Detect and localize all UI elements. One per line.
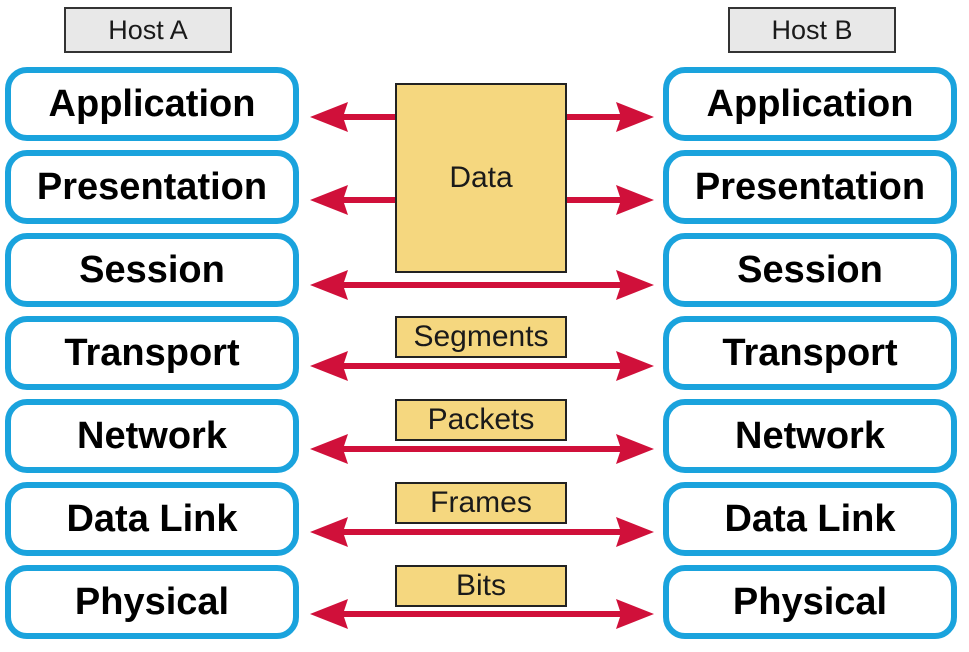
host-b-layer-session: Session bbox=[663, 233, 957, 307]
host-b-layer-application: Application bbox=[663, 67, 957, 141]
host-a-label: Host A bbox=[64, 7, 232, 53]
arrowhead-left-icon bbox=[310, 434, 348, 464]
arrowhead-left-icon bbox=[310, 185, 348, 215]
pdu-bits-box: Bits bbox=[395, 565, 567, 607]
host-a-layer-network: Network bbox=[5, 399, 299, 473]
host-a-layer-data-link: Data Link bbox=[5, 482, 299, 556]
host-a-layer-transport: Transport bbox=[5, 316, 299, 390]
host-a-layer-physical: Physical bbox=[5, 565, 299, 639]
arrowhead-right-icon bbox=[616, 185, 654, 215]
arrowhead-left-icon bbox=[310, 517, 348, 547]
arrowhead-right-icon bbox=[616, 102, 654, 132]
arrowhead-right-icon bbox=[616, 351, 654, 381]
arrowhead-right-icon bbox=[616, 517, 654, 547]
pdu-frames-box: Frames bbox=[395, 482, 567, 524]
host-b-layer-presentation: Presentation bbox=[663, 150, 957, 224]
arrowhead-right-icon bbox=[616, 270, 654, 300]
arrowhead-right-icon bbox=[616, 599, 654, 629]
host-b-layer-network: Network bbox=[663, 399, 957, 473]
arrowhead-left-icon bbox=[310, 102, 348, 132]
arrowhead-right-icon bbox=[616, 434, 654, 464]
host-b-label: Host B bbox=[728, 7, 896, 53]
pdu-packets-box: Packets bbox=[395, 399, 567, 441]
arrowhead-left-icon bbox=[310, 599, 348, 629]
host-a-layer-session: Session bbox=[5, 233, 299, 307]
host-a-layer-application: Application bbox=[5, 67, 299, 141]
arrowhead-left-icon bbox=[310, 270, 348, 300]
host-b-layer-physical: Physical bbox=[663, 565, 957, 639]
host-a-layer-presentation: Presentation bbox=[5, 150, 299, 224]
pdu-data-box: Data bbox=[395, 83, 567, 273]
pdu-segments-box: Segments bbox=[395, 316, 567, 358]
host-b-layer-transport: Transport bbox=[663, 316, 957, 390]
arrowhead-left-icon bbox=[310, 351, 348, 381]
host-b-layer-data-link: Data Link bbox=[663, 482, 957, 556]
